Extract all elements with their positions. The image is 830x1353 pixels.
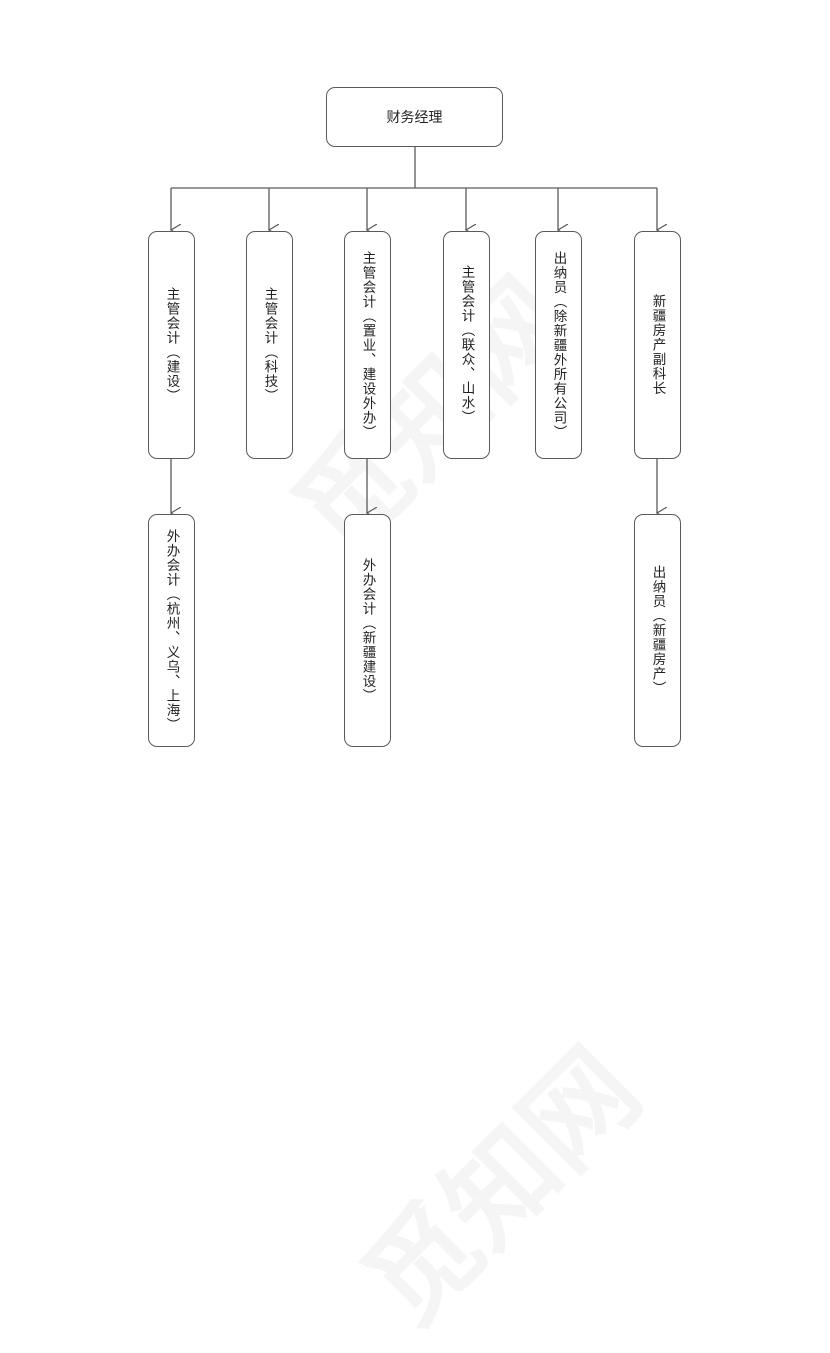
node-label: 主管会计（建设） [163,287,180,403]
node-label: 外办会计（杭州、义乌、上海） [163,529,180,732]
node-finance-manager: 财务经理 [326,87,503,147]
node-label: 新疆房产副科长 [649,294,666,396]
node-chief-accountant-tech: 主管会计（科技） [246,231,293,459]
node-cashier-all: 出纳员（除新疆外所有公司） [535,231,582,459]
node-branch-accountant-xinjiang: 外办会计（新疆建设） [344,514,391,747]
node-branch-accountant-hangzhou: 外办会计（杭州、义乌、上海） [148,514,195,747]
node-label: 主管会计（置业、建设外办） [359,250,376,440]
node-cashier-xinjiang: 出纳员（新疆房产） [634,514,681,747]
node-label: 主管会计（联众、山水） [458,265,475,425]
node-label: 外办会计（新疆建设） [359,558,376,703]
node-chief-accountant-construction: 主管会计（建设） [148,231,195,459]
connector-lines [0,146,830,1174]
node-label: 财务经理 [386,110,443,126]
node-label: 出纳员（除新疆外所有公司） [550,250,567,440]
node-chief-accountant-realestate: 主管会计（置业、建设外办） [344,231,391,459]
node-label: 出纳员（新疆房产） [649,565,666,696]
node-xinjiang-deputy-chief: 新疆房产副科长 [634,231,681,459]
node-label: 主管会计（科技） [261,287,278,403]
node-chief-accountant-lianzhong: 主管会计（联众、山水） [443,231,490,459]
